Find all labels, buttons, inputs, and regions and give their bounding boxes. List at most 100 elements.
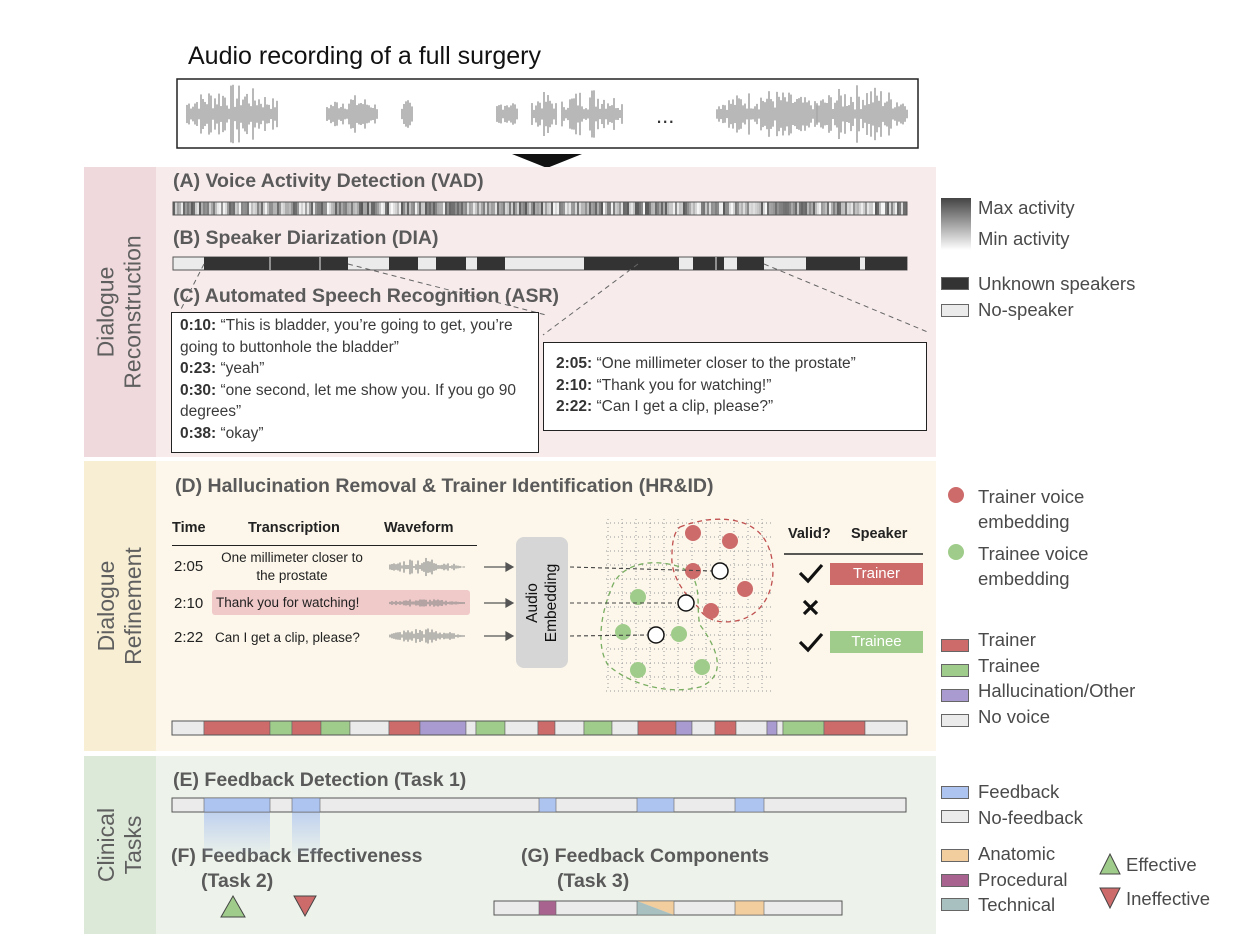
vad-stripe: [743, 202, 745, 215]
vad-stripe: [313, 202, 315, 215]
vad-stripe: [783, 202, 785, 215]
vad-stripe: [345, 202, 347, 215]
vad-stripe: [819, 202, 821, 215]
refined-segment-trainee: [320, 720, 351, 736]
vad-stripe: [795, 202, 797, 215]
vad-stripe: [277, 202, 279, 215]
vad-stripe: [445, 202, 447, 215]
component-anatomic: [734, 900, 765, 916]
refined-segment-no-voice: [349, 720, 390, 736]
legend-no-feedback: No-feedback: [978, 807, 1083, 828]
vad-stripe: [805, 202, 807, 215]
swatch-anatomic: [941, 849, 969, 862]
vad-stripe: [835, 202, 837, 215]
vad-stripe: [771, 202, 773, 215]
dia-speaker-segment: [865, 257, 907, 270]
col-header-transcription: Transcription: [248, 520, 340, 536]
vad-stripe: [779, 202, 781, 215]
vad-stripe: [399, 202, 401, 215]
vad-stripe: [533, 202, 535, 215]
vad-stripe: [479, 202, 481, 215]
vad-stripe: [423, 202, 425, 215]
legend-hallucination: Hallucination/Other: [978, 680, 1136, 701]
vad-stripe: [759, 202, 761, 215]
asr-transcript-right: 2:05: “One millimeter closer to the pros…: [543, 342, 927, 431]
vad-stripe: [767, 202, 769, 215]
vad-stripe: [295, 202, 297, 215]
vad-stripe: [375, 202, 377, 215]
vad-stripe: [699, 202, 701, 215]
legend-trainee-embedding: Trainee voice embedding: [978, 543, 1089, 589]
vad-stripe: [625, 202, 627, 215]
legend-procedural: Procedural: [978, 869, 1068, 890]
vad-stripe: [545, 202, 547, 215]
components-bar: [493, 900, 843, 916]
vad-stripe: [213, 202, 215, 215]
swatch-technical: [941, 898, 969, 911]
vad-stripe: [815, 202, 817, 215]
connector-left-a: [177, 263, 205, 316]
legend-anatomic: Anatomic: [978, 843, 1056, 864]
swatch-unknown-speakers: [941, 277, 969, 290]
vad-stripe: [555, 202, 557, 215]
trainer-point: [722, 533, 738, 549]
vad-stripe: [351, 202, 353, 215]
vad-stripe: [903, 202, 905, 215]
vad-stripe: [685, 202, 687, 215]
vad-stripe: [461, 202, 463, 215]
vad-stripe: [547, 202, 549, 215]
vad-stripe: [265, 202, 267, 215]
vad-stripe: [727, 202, 729, 215]
vad-stripe: [653, 202, 655, 215]
vad-stripe: [773, 202, 775, 215]
vad-stripe: [405, 202, 407, 215]
vad-stripe: [697, 202, 699, 215]
vad-stripe: [499, 202, 501, 215]
vad-stripe: [231, 202, 233, 215]
vad-stripe: [369, 202, 371, 215]
vad-stripe: [853, 202, 855, 215]
vad-stripe: [713, 202, 715, 215]
vad-stripe: [511, 202, 513, 215]
band-label-refinement: Dialogue Refinement: [84, 461, 156, 751]
vad-stripe: [829, 202, 831, 215]
vad-stripe: [175, 202, 177, 215]
vad-stripe: [269, 202, 271, 215]
vad-stripe: [633, 202, 635, 215]
dia-speaker-segment: [693, 257, 724, 270]
vad-stripe: [693, 202, 695, 215]
vad-stripe: [833, 202, 835, 215]
vad-stripe: [421, 202, 423, 215]
vad-stripe: [641, 202, 643, 215]
vad-stripe: [187, 202, 189, 215]
trainer-point: [737, 581, 753, 597]
refined-segment-trainer: [714, 720, 737, 736]
vad-stripe: [261, 202, 263, 215]
vad-stripe: [237, 202, 239, 215]
vad-stripe: [631, 202, 633, 215]
asr-line: 2:10: “Thank you for watching!”: [556, 376, 772, 394]
refined-segment-hallucination: [675, 720, 693, 736]
vad-stripe: [521, 202, 523, 215]
refined-segment-no-voice: [504, 720, 539, 736]
trainee-point: [694, 659, 710, 675]
effective-triangle-icon: [220, 894, 246, 918]
vad-stripe: [255, 202, 257, 215]
vad-stripe: [441, 202, 443, 215]
connector-left-b: [347, 263, 547, 316]
vad-stripe: [613, 202, 615, 215]
legend-min-activity: Min activity: [978, 228, 1070, 249]
vad-stripe: [567, 202, 569, 215]
vad-stripe: [221, 202, 223, 215]
vad-stripe: [527, 202, 529, 215]
vad-stripe: [789, 202, 791, 215]
vad-stripe: [583, 202, 585, 215]
vad-stripe: [407, 202, 409, 215]
vad-stripe: [289, 202, 291, 215]
vad-stripe: [589, 202, 591, 215]
vad-stripe: [717, 202, 719, 215]
vad-stripe: [503, 202, 505, 215]
trainer-point: [685, 563, 701, 579]
vad-stripe: [627, 202, 629, 215]
